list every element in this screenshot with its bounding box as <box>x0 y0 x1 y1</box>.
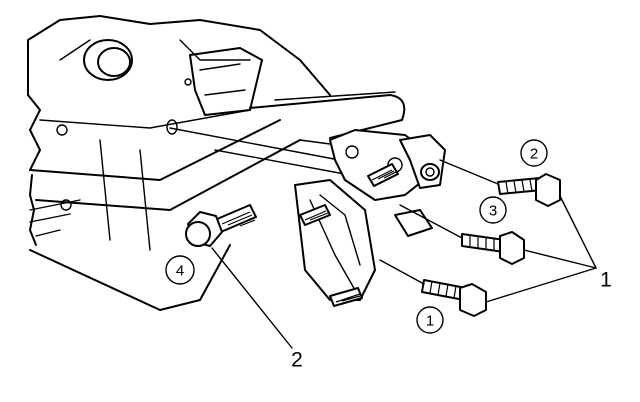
studs <box>299 163 399 307</box>
alignment-lines <box>169 127 361 176</box>
callout-3: 3 <box>479 196 507 224</box>
bolt-1 <box>421 279 487 317</box>
bolt-4 <box>185 204 257 247</box>
leader-lines <box>211 195 597 349</box>
block-hole-4 <box>184 78 192 86</box>
boss-inner <box>97 47 131 77</box>
bolt-3 <box>461 231 525 265</box>
callout-3-text: 3 <box>489 203 497 220</box>
callout-2-text: 2 <box>530 146 538 163</box>
assembly-lines <box>379 159 499 285</box>
callout-1: 1 <box>416 306 444 334</box>
callout-4-text: 4 <box>176 263 184 280</box>
callout-1-text: 1 <box>426 313 434 330</box>
callout-2: 2 <box>520 139 548 167</box>
tube-shaft <box>249 91 406 139</box>
leader-label-2: 2 <box>291 349 303 372</box>
block-hole-1 <box>56 124 68 136</box>
engine-block <box>27 15 331 311</box>
leader-label-1: 1 <box>600 269 612 292</box>
bolt-2 <box>497 173 561 207</box>
block-hole-3 <box>166 119 178 135</box>
callout-4: 4 <box>165 255 195 285</box>
block-hole-2 <box>60 199 72 211</box>
